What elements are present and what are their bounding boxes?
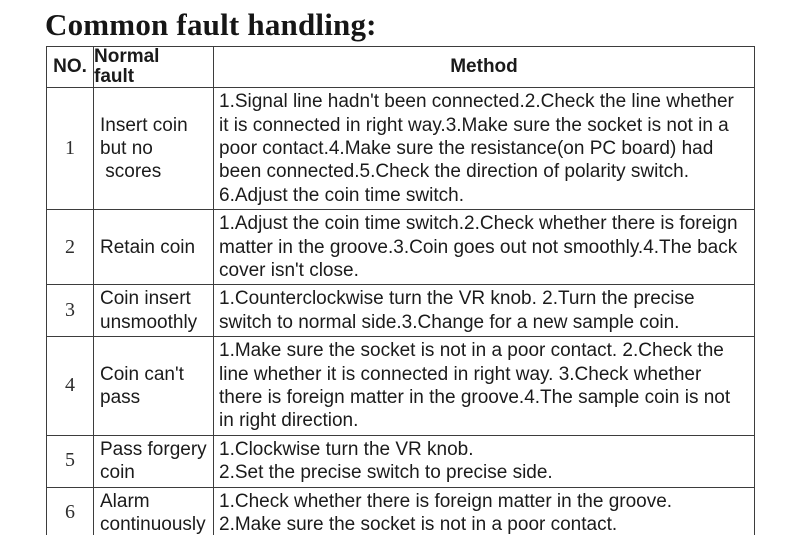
fault-cell: Pass forgery coin (93, 434, 214, 488)
table-row: 4 Coin can't pass 1.Make sure the socket… (46, 336, 755, 436)
method-cell: 1.Adjust the coin time switch.2.Check wh… (213, 209, 755, 286)
table-row: 2 Retain coin 1.Adjust the coin time swi… (46, 209, 755, 286)
method-cell: 1.Signal line hadn't been connected.2.Ch… (213, 87, 755, 211)
method-cell: 1.Counterclockwise turn the VR knob. 2.T… (213, 284, 755, 338)
fault-cell: Coin insert unsmoothly (93, 284, 214, 338)
method-cell: 1.Check whether there is foreign matter … (213, 486, 755, 535)
row-number-cell: 1 (46, 87, 94, 211)
col-header-method: Method (213, 46, 755, 89)
row-number-cell: 4 (46, 336, 94, 436)
row-number-cell: 2 (46, 209, 94, 286)
table-header-row: NO. Normal fault Method (46, 46, 755, 89)
fault-cell: Insert coin but no scores (93, 87, 214, 211)
fault-handling-table: NO. Normal fault Method 1 Insert coin bu… (46, 46, 755, 535)
row-number-cell: 3 (46, 284, 94, 338)
fault-cell: Retain coin (93, 209, 214, 286)
method-cell: 1.Clockwise turn the VR knob. 2.Set the … (213, 434, 755, 488)
table-row: 5 Pass forgery coin 1.Clockwise turn the… (46, 434, 755, 488)
fault-cell: Alarm continuously (93, 486, 214, 535)
col-header-fault: Normal fault (93, 46, 214, 89)
row-number-cell: 5 (46, 434, 94, 488)
table-row: 6 Alarm continuously 1.Check whether the… (46, 486, 755, 535)
table-row: 1 Insert coin but no scores 1.Signal lin… (46, 87, 755, 211)
page-title: Common fault handling: (45, 7, 377, 42)
fault-cell: Coin can't pass (93, 336, 214, 436)
table-row: 3 Coin insert unsmoothly 1.Counterclockw… (46, 284, 755, 338)
document-page: Common fault handling: NO. Normal fault … (0, 7, 800, 535)
col-header-no: NO. (46, 46, 94, 89)
row-number-cell: 6 (46, 486, 94, 535)
method-cell: 1.Make sure the socket is not in a poor … (213, 336, 755, 436)
